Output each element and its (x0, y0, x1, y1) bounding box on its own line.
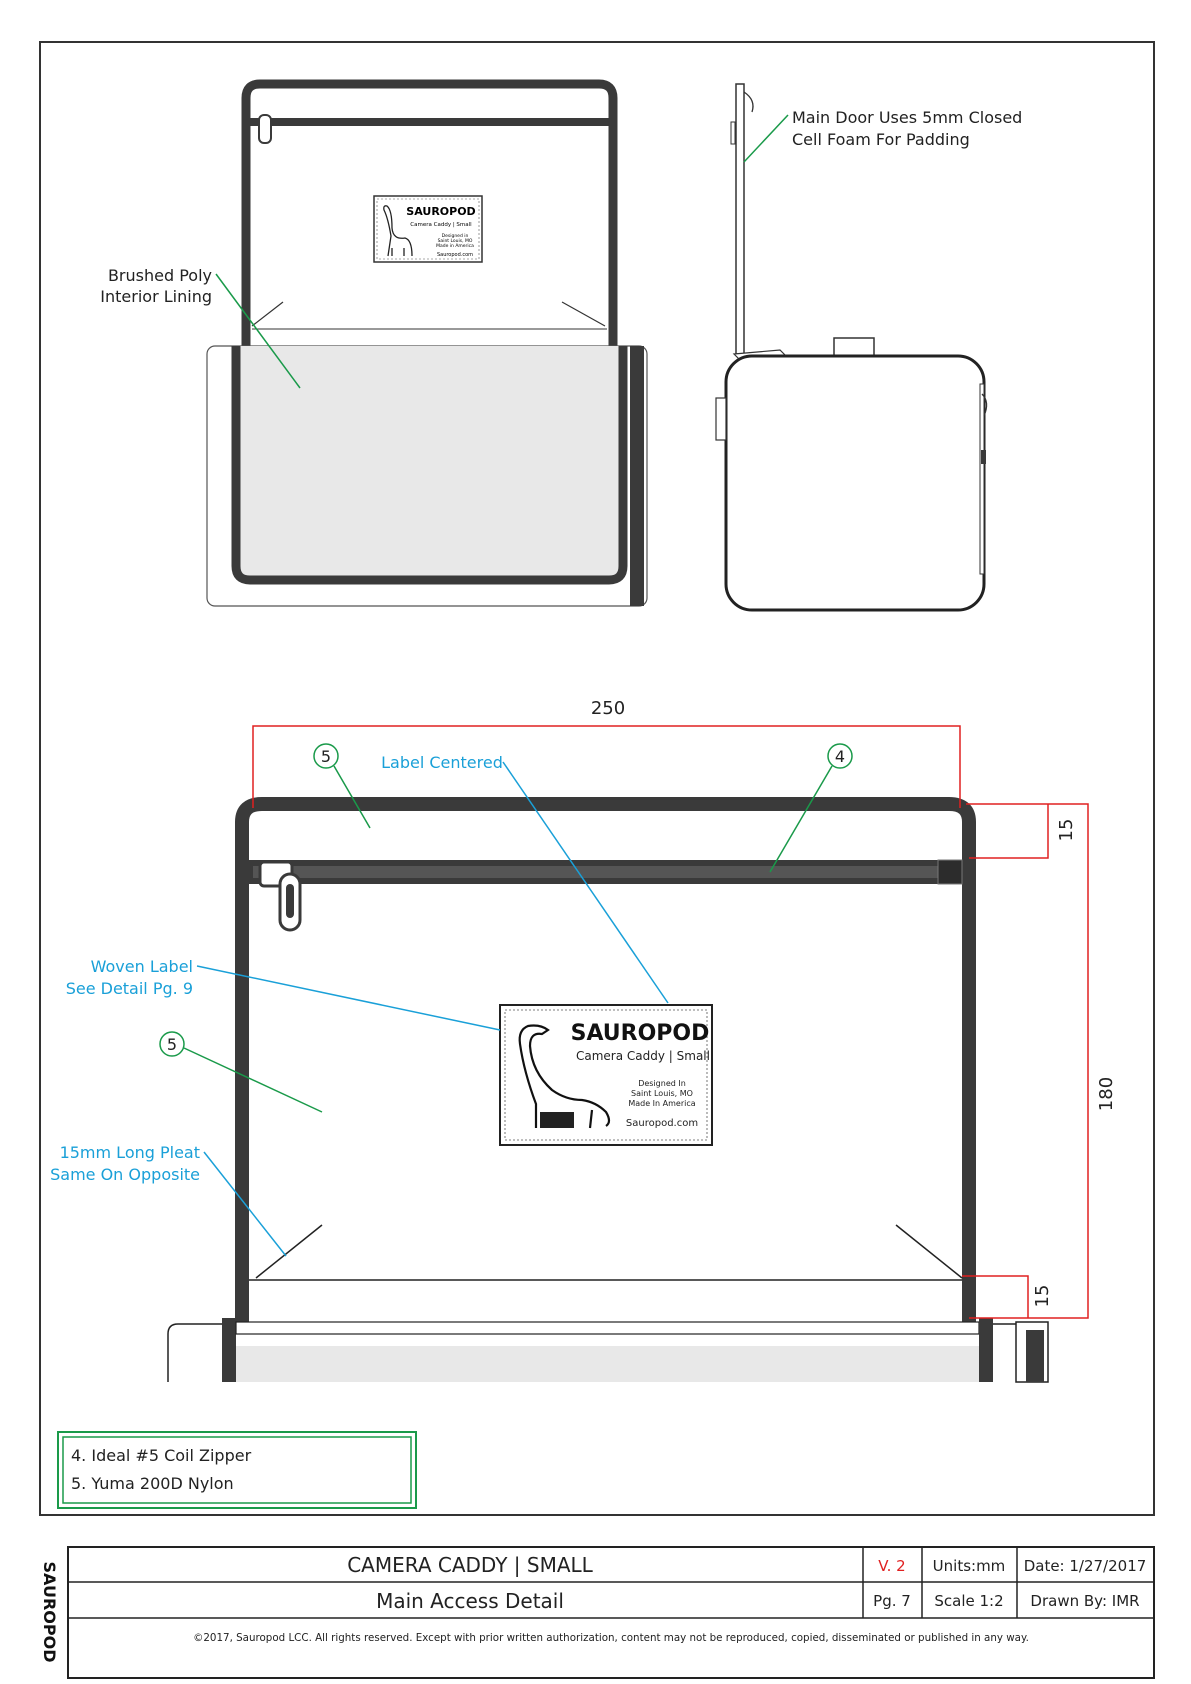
title-block-drawn-by: Drawn By: IMR (1030, 1592, 1139, 1610)
side-zipper-icon (981, 393, 988, 417)
small-label-brand: SAUROPOD (406, 205, 475, 218)
dim-height: 180 (1096, 1077, 1117, 1111)
title-block-version: V. 2 (878, 1557, 905, 1575)
callout-label-centered: Label Centered (381, 753, 503, 772)
dimensions: 250 180 15 15 (252, 698, 1117, 1319)
leader-pleat (203, 1151, 287, 1257)
zipper-stop (937, 859, 963, 885)
balloon-5-top-text: 5 (321, 747, 331, 766)
dim-width: 250 (591, 698, 625, 719)
small-label-made: Made in America (436, 243, 474, 249)
main-body-outline (167, 1323, 222, 1382)
dim-width-line (252, 725, 961, 808)
balloon-5-lower-text: 5 (167, 1035, 177, 1054)
title-block-page: Pg. 7 (873, 1592, 911, 1610)
leader-main-door (743, 114, 789, 163)
balloon-5-top (313, 743, 339, 769)
main-pleat-right (895, 1224, 963, 1279)
leader-brushed-poly (215, 273, 301, 389)
callout-brushed-poly-1: Brushed Poly (108, 266, 212, 285)
leader-label-centered (502, 761, 669, 1004)
balloon-5-lower (159, 1031, 185, 1057)
woven-label: SAUROPOD Camera Caddy | Small Designed I… (499, 1004, 713, 1146)
dim-top-margin: 15 (1056, 819, 1077, 842)
dim-bottom-margin: 15 (1032, 1285, 1053, 1308)
main-body-lining (236, 1346, 979, 1382)
small-label-product: Camera Caddy | Small (410, 222, 472, 228)
dim-height-line (966, 803, 1089, 1319)
side-brand-logo: SAUROPOD (40, 1562, 59, 1663)
title-block-units: Units:mm (933, 1557, 1006, 1575)
title-block-scale: Scale 1:2 (934, 1592, 1003, 1610)
balloons: 5 4 5 (159, 743, 853, 1113)
callout-brushed-poly-2: Interior Lining (100, 287, 212, 306)
door-zipper (249, 118, 609, 126)
balloon-4-text: 4 (835, 747, 845, 766)
label-designed: Designed In (638, 1079, 686, 1088)
main-pleat-left (255, 1224, 323, 1279)
note-item-4: 4. Ideal #5 Coil Zipper (71, 1446, 252, 1465)
label-product: Camera Caddy | Small (576, 1049, 710, 1063)
side-body (724, 354, 986, 612)
label-city: Saint Louis, MO (631, 1089, 693, 1098)
label-site: Sauropod.com (626, 1118, 698, 1129)
small-label-site: Sauropod.com (437, 252, 473, 258)
title-block-title: CAMERA CADDY | SMALL (347, 1553, 593, 1577)
pleat-left (251, 301, 284, 327)
dinosaur-icon (383, 205, 413, 257)
drawing-border (39, 41, 1155, 1516)
small-label-designed: Designed in (442, 233, 469, 239)
note-item-5: 5. Yuma 200D Nylon (71, 1474, 234, 1493)
dim-top-margin-line (969, 804, 1049, 859)
door-pull-icon (743, 91, 754, 113)
label-brand: SAUROPOD (571, 1021, 710, 1046)
body-side-panel (630, 346, 644, 606)
leader-woven-label (196, 965, 501, 1031)
notes-box: 4. Ideal #5 Coil Zipper 5. Yuma 200D Nyl… (57, 1431, 417, 1509)
dim-bottom-margin-line (962, 1275, 1029, 1318)
title-block-date: Date: 1/27/2017 (1024, 1557, 1147, 1575)
pleat-right (561, 301, 606, 327)
callout-pleat-2: Same On Opposite (50, 1165, 200, 1184)
callout-main-door-1: Main Door Uses 5mm Closed (792, 108, 1022, 127)
balloon-4 (827, 743, 853, 769)
side-view (715, 83, 988, 612)
front-view-open: SAUROPOD Camera Caddy | Small Designed i… (206, 79, 648, 607)
callout-woven-label-2: See Detail Pg. 9 (66, 979, 193, 998)
callout-woven-label-1: Woven Label (91, 957, 193, 976)
door-side-profile (735, 83, 745, 355)
side-handle (833, 337, 875, 357)
title-block-copyright: ©2017, Sauropod LCC. All rights reserved… (193, 1632, 1029, 1644)
small-label-city: Saint Louis, MO (438, 238, 473, 244)
side-strap-tab (715, 397, 727, 441)
title-block: CAMERA CADDY | SMALL Main Access Detail … (67, 1546, 1155, 1679)
callout-main-door-2: Cell Foam For Padding (792, 130, 970, 149)
title-block-subtitle: Main Access Detail (376, 1589, 564, 1613)
body-frame-lining (231, 346, 628, 585)
zipper-pull-icon (258, 114, 272, 144)
callout-pleat-1: 15mm Long Pleat (60, 1143, 200, 1162)
label-made: Made In America (628, 1099, 695, 1108)
